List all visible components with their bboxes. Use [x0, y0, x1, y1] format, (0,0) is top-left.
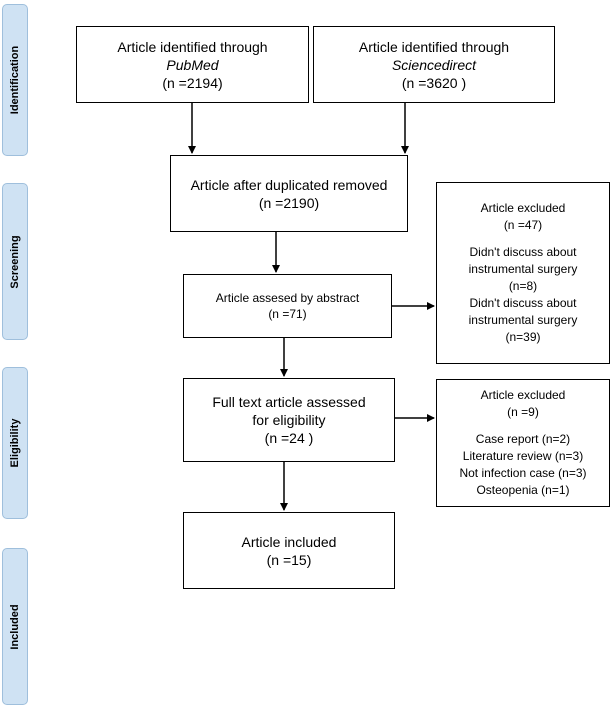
excluded-screening-title: Article excluded	[480, 201, 566, 215]
sciencedirect-source: Sciencedirect	[391, 56, 477, 73]
fulltext-line1: Full text article assessed	[212, 394, 366, 410]
pubmed-line1: Article identified through	[117, 38, 268, 55]
abstract-count: (n =71)	[268, 307, 307, 321]
sciencedirect-line1: Article identified through	[358, 38, 510, 55]
excluded-screening-reason2-a: Didn't discuss about	[469, 296, 577, 310]
pubmed-source: PubMed	[166, 56, 219, 73]
excluded-eligibility-reason: Literature review (n=3)	[462, 449, 584, 463]
sciencedirect-count: (n =3620 )	[401, 74, 467, 91]
pubmed-count: (n =2194)	[162, 74, 223, 91]
excluded-eligibility-reason: Not infection case (n=3)	[459, 466, 587, 480]
phase-eligibility: Eligibility	[2, 367, 28, 519]
excluded-screening-reason2-count: (n=39)	[505, 330, 541, 344]
phase-identification: Identification	[2, 4, 28, 156]
excluded-eligibility-title: Article excluded	[480, 388, 566, 402]
excluded-screening-reason1-count: (n=8)	[508, 279, 538, 293]
abstract-line1: Article assesed by abstract	[215, 291, 360, 305]
fulltext-line2: for eligibility	[252, 412, 326, 428]
excluded-eligibility-reason: Case report (n=2)	[475, 432, 571, 446]
phase-included: Included	[2, 548, 28, 705]
excluded-eligibility-reason: Osteopenia (n=1)	[476, 483, 570, 497]
box-excluded-screening: Article excluded (n =47) Didn't discuss …	[436, 182, 610, 364]
phase-screening: Screening	[2, 183, 28, 340]
box-excluded-eligibility: Article excluded (n =9) Case report (n=2…	[436, 379, 610, 507]
excluded-screening-count: (n =47)	[503, 218, 543, 232]
box-fulltext-assessed: Full text article assessed for eligibili…	[183, 378, 395, 462]
excluded-screening-reason1-b: instrumental surgery	[468, 262, 578, 276]
box-included: Article included (n =15)	[183, 512, 395, 589]
box-abstract-assessed: Article assesed by abstract (n =71)	[183, 274, 392, 338]
included-line1: Article included	[241, 533, 337, 550]
box-pubmed: Article identified through PubMed (n =21…	[76, 26, 309, 103]
excluded-screening-reason2-b: instrumental surgery	[468, 313, 578, 327]
excluded-eligibility-count: (n =9)	[507, 405, 539, 419]
fulltext-count: (n =24 )	[264, 430, 314, 446]
excluded-screening-reason1-a: Didn't discuss about	[469, 245, 577, 259]
box-sciencedirect: Article identified through Sciencedirect…	[313, 26, 555, 103]
duplicates-line1: Article after duplicated removed	[190, 176, 388, 193]
duplicates-count: (n =2190)	[258, 194, 320, 211]
included-count: (n =15)	[266, 551, 312, 568]
box-duplicates-removed: Article after duplicated removed (n =219…	[170, 155, 408, 232]
